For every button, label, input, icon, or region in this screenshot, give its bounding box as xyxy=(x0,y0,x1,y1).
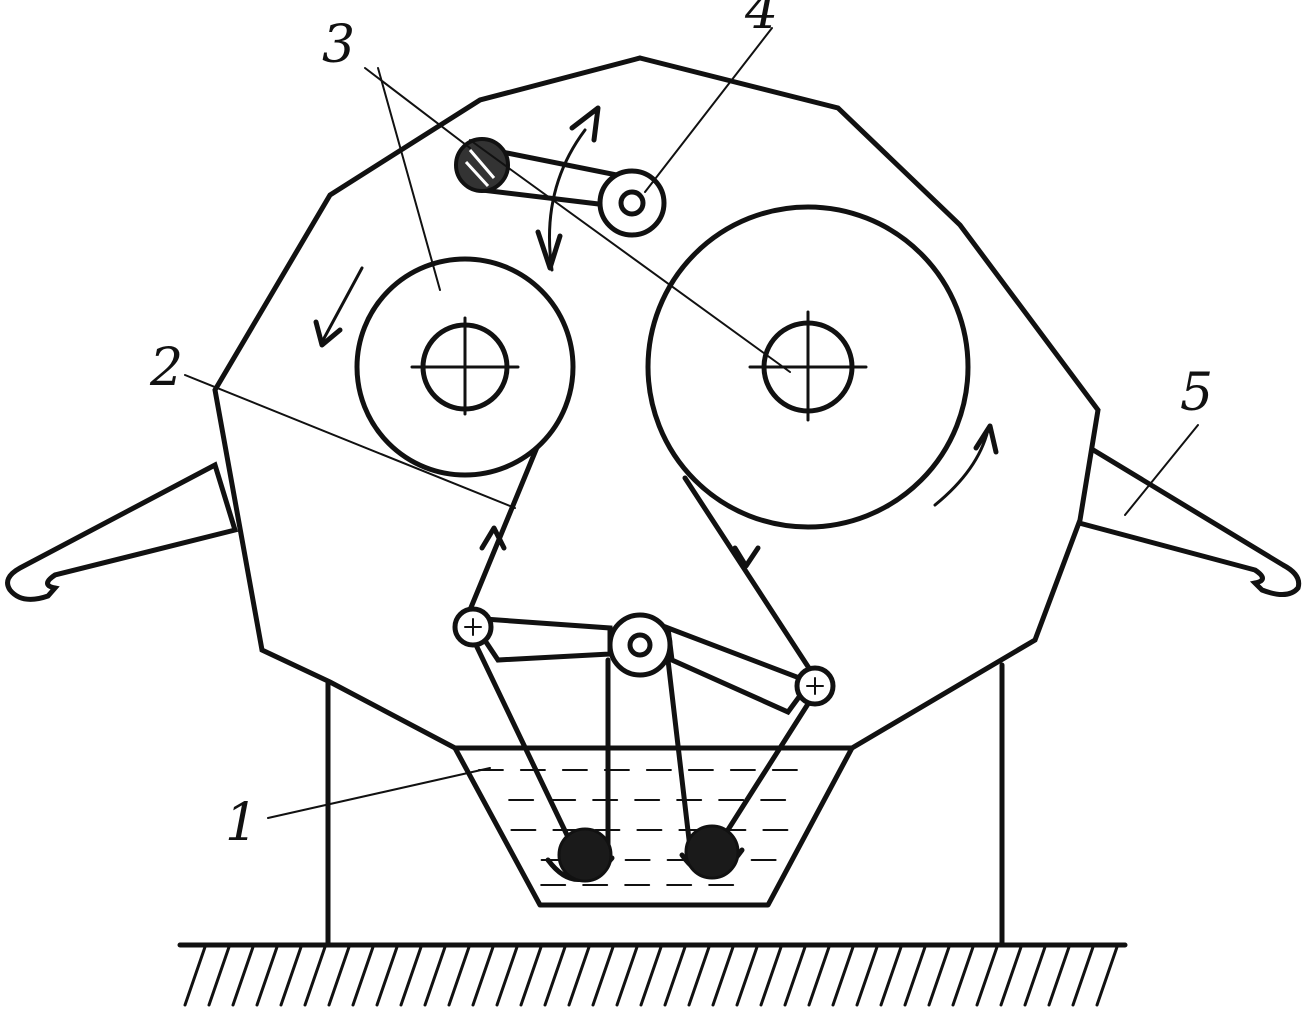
roller-bath-left xyxy=(557,827,613,883)
hatch-line xyxy=(495,945,519,1007)
hatch-line xyxy=(567,945,591,1007)
hatch-line xyxy=(879,945,903,1007)
hatch-line xyxy=(591,945,615,1007)
hatch-line xyxy=(999,945,1023,1007)
hatch-line xyxy=(1071,945,1095,1007)
hatch-line xyxy=(279,945,303,1007)
hatch-line xyxy=(639,945,663,1007)
hatch-line xyxy=(759,945,783,1007)
hatch-line xyxy=(231,945,255,1007)
belt-arrow-up xyxy=(479,525,507,551)
label-2: 2 xyxy=(149,338,183,398)
hatch-line xyxy=(447,945,471,1007)
hatch-line xyxy=(927,945,951,1007)
hatch-line xyxy=(327,945,351,1007)
handle-left xyxy=(5,461,239,602)
motion-arrows xyxy=(313,105,999,569)
label-1: 1 xyxy=(225,793,258,853)
hatch-line xyxy=(183,945,207,1007)
rollers xyxy=(452,606,836,883)
hatch-line xyxy=(903,945,927,1007)
hatch-line xyxy=(855,945,879,1007)
hatch-line xyxy=(1023,945,1047,1007)
hatch-line xyxy=(735,945,759,1007)
hatch-line xyxy=(1047,945,1071,1007)
hatch-line xyxy=(543,945,567,1007)
hatch-line xyxy=(255,945,279,1007)
callout-labels: 3 4 2 5 1 xyxy=(149,0,1213,853)
floor-hatching xyxy=(183,945,1119,1007)
hatch-line xyxy=(375,945,399,1007)
hatch-line xyxy=(975,945,999,1007)
liquid-surface-lines xyxy=(477,769,798,886)
leader-lines xyxy=(184,27,1199,819)
hatch-line xyxy=(711,945,735,1007)
liquid-bath xyxy=(452,745,855,908)
support-frame xyxy=(325,662,1005,948)
hatch-line xyxy=(687,945,711,1007)
rotation-arrow-right xyxy=(933,428,990,507)
hatch-line xyxy=(351,945,375,1007)
rotation-arrow-left xyxy=(320,266,364,344)
hatch-line xyxy=(951,945,975,1007)
hatch-line xyxy=(519,945,543,1007)
belt-arrow-down xyxy=(732,545,761,569)
hatch-line xyxy=(783,945,807,1007)
hatch-line xyxy=(399,945,423,1007)
hatch-line xyxy=(471,945,495,1007)
hatch-line xyxy=(831,945,855,1007)
ground xyxy=(177,942,1128,1007)
roller-center-hub xyxy=(627,632,653,658)
label-4: 4 xyxy=(744,0,778,41)
hatch-line xyxy=(423,945,447,1007)
label-3: 3 xyxy=(322,15,355,75)
hatch-line xyxy=(207,945,231,1007)
swing-arc xyxy=(547,128,587,272)
hatch-line xyxy=(615,945,639,1007)
label-5: 5 xyxy=(1180,363,1213,423)
hatch-line xyxy=(1095,945,1119,1007)
hatch-line xyxy=(303,945,327,1007)
drum-small xyxy=(354,256,576,478)
roller-bath-right xyxy=(684,824,740,880)
hatch-line xyxy=(663,945,687,1007)
hatch-line xyxy=(807,945,831,1007)
drum-large xyxy=(645,204,971,530)
handle-right xyxy=(1064,444,1302,597)
